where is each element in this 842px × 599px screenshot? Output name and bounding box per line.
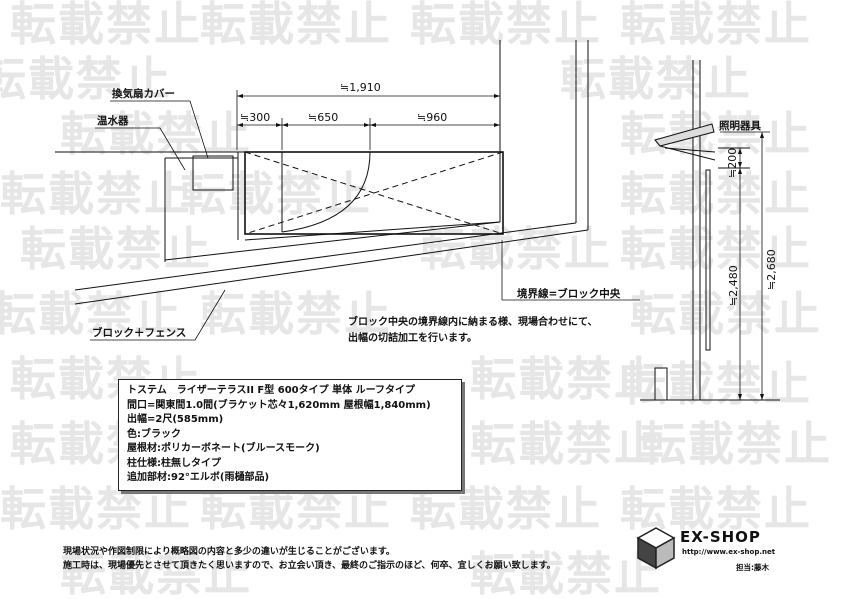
dimension-height-2680: ≒2,680 bbox=[765, 249, 778, 290]
label-block-fence: ブロック＋フェンス bbox=[92, 326, 186, 339]
spec-addition: 追加部材:92°エルボ(雨樋部品) bbox=[127, 472, 270, 483]
side-elevation bbox=[640, 60, 780, 401]
footer-line-2: 施工時は、現場優先とさせて頂きたく思いますので、お立会い頂き、最終のご指示のほど… bbox=[63, 561, 556, 571]
watermark: 転載禁止 bbox=[0, 287, 182, 341]
product-spec-box: トステム ライザーテラスII F型 600タイプ 単体 ルーフタイプ 間口=関東… bbox=[118, 379, 462, 491]
watermark: 転載禁止 bbox=[200, 482, 392, 536]
watermark: 転載禁止 bbox=[0, 52, 172, 106]
logo-name: EX-SHOP bbox=[680, 528, 761, 546]
spec-color: 色:ブラック bbox=[127, 428, 181, 440]
watermark: 転載禁止 bbox=[620, 0, 812, 51]
footer-line-1: 現場状況や作図制限により概略図の内容と多少の違いが生じることがございます。 bbox=[63, 547, 395, 557]
vertical-dimension-arrows bbox=[738, 132, 764, 400]
note-line-1: ブロック中央の境界線内に納まる様、現場合わせにて、 bbox=[348, 315, 598, 328]
watermark: 転載禁止 bbox=[620, 222, 812, 276]
watermark: 転載禁止 bbox=[60, 547, 252, 595]
label-vent-cover: 換気扇カバー bbox=[112, 87, 175, 100]
watermark: 転載禁止 bbox=[60, 107, 252, 161]
vent-cover-shape bbox=[192, 155, 234, 191]
isometric-cube-icon bbox=[636, 527, 676, 570]
terrace-roof bbox=[244, 151, 504, 235]
watermark: 転載禁止 bbox=[470, 352, 662, 406]
dimension-seg-mid: ≒650 bbox=[308, 111, 338, 124]
watermark: 転載禁止 bbox=[20, 222, 212, 276]
watermark: 転載禁止 bbox=[630, 287, 822, 341]
watermark: 転載禁止 bbox=[620, 107, 812, 161]
label-water-heater: 温水器 bbox=[97, 114, 129, 127]
spec-roof-material: 屋根材:ポリカーボネート(ブルースモーク) bbox=[127, 443, 320, 454]
watermark: 転載禁止 bbox=[420, 222, 612, 276]
leader-lines bbox=[90, 100, 770, 341]
watermark: 転載禁止 bbox=[180, 167, 372, 221]
label-lighting: 照明器具 bbox=[719, 120, 761, 132]
dimension-height-2480: ≒2,480 bbox=[727, 265, 740, 306]
spec-post: 柱仕様:柱無しタイプ bbox=[127, 457, 221, 469]
watermark: 転載禁止 bbox=[620, 357, 812, 411]
watermark: 転載禁止 bbox=[200, 287, 392, 341]
watermark: 転載禁止 bbox=[410, 482, 602, 536]
dimension-arrows bbox=[237, 94, 500, 127]
watermark: 転載禁止 bbox=[0, 482, 192, 536]
watermark: 転載禁止 bbox=[470, 417, 662, 471]
logo-url: http://www.ex-shop.net bbox=[682, 548, 776, 556]
dimension-seg-left: ≒300 bbox=[240, 111, 270, 124]
watermark: 転載禁止 bbox=[470, 547, 662, 595]
watermark: 転載禁止 bbox=[560, 52, 752, 106]
watermark: 転載禁止 bbox=[620, 482, 812, 536]
spec-product: トステム ライザーテラスII F型 600タイプ 単体 ルーフタイプ bbox=[127, 385, 415, 396]
block-fence-lines bbox=[164, 152, 501, 262]
spec-projection: 出幅=2尺(585mm) bbox=[127, 414, 224, 425]
watermark: 転載禁止 bbox=[640, 417, 832, 471]
shop-logo: EX-SHOP http://www.ex-shop.net 担当:藤木 bbox=[636, 524, 806, 576]
watermark: 転載禁止 bbox=[10, 0, 202, 51]
watermark: 転載禁止 bbox=[410, 0, 602, 51]
spec-width: 間口=関東間1.0間(ブラケット芯々1,620mm 屋根幅1,840mm) bbox=[127, 399, 431, 411]
footer-disclaimer: 現場状況や作図制限により概略図の内容と多少の違いが生じることがございます。 施工… bbox=[63, 545, 556, 573]
dimension-total-width: ≒1,910 bbox=[340, 81, 381, 94]
note-line-2: 出幅の切詰加工を行います。 bbox=[348, 331, 477, 344]
dimension-seg-right: ≒960 bbox=[417, 111, 447, 124]
watermark: 転載禁止 bbox=[0, 167, 192, 221]
label-boundary: 境界線=ブロック中央 bbox=[517, 287, 621, 300]
watermark: 転載禁止 bbox=[200, 0, 392, 51]
dimension-height-light: ≒200 bbox=[726, 148, 739, 178]
dimension-lines bbox=[236, 90, 501, 150]
logo-staff: 担当:藤木 bbox=[736, 563, 769, 572]
watermark: 転載禁止 bbox=[620, 167, 812, 221]
